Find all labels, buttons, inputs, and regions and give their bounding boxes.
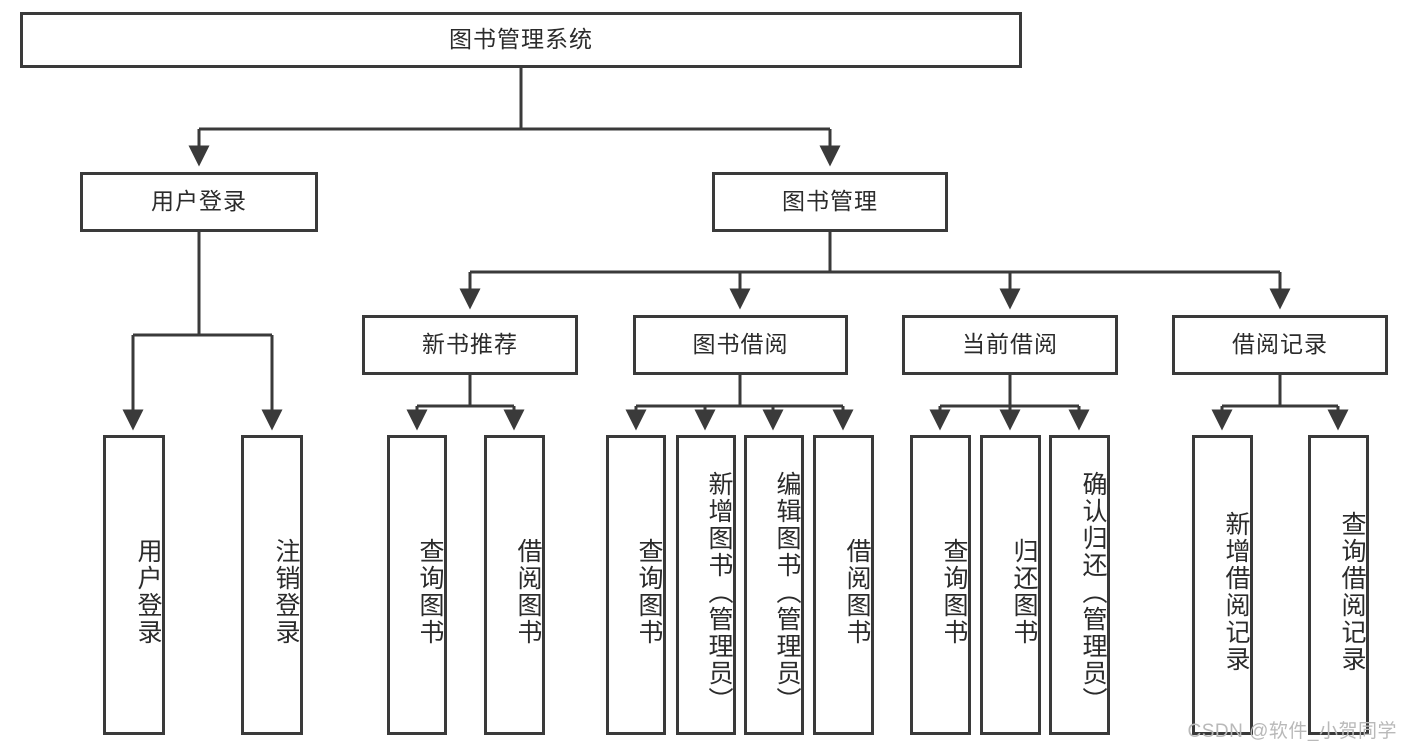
node-label: 用户登录 (151, 188, 247, 215)
leaf-user-login[interactable]: 用户登录 (103, 435, 165, 735)
leaf-query-borrow-record[interactable]: 查询借阅记录 (1308, 435, 1369, 735)
node-current-borrow[interactable]: 当前借阅 (902, 315, 1118, 375)
node-book-management[interactable]: 图书管理 (712, 172, 948, 232)
node-label: 新书推荐 (422, 331, 518, 358)
leaf-query-book-borrow[interactable]: 查询图书 (606, 435, 666, 735)
node-book-borrow[interactable]: 图书借阅 (633, 315, 848, 375)
csdn-watermark: CSDN @软件_小贺同学 (1187, 721, 1397, 742)
node-label: 编辑图书（管理员） (773, 470, 801, 714)
node-borrow-record[interactable]: 借阅记录 (1172, 315, 1388, 375)
node-label: 确认归还（管理员） (1079, 470, 1107, 714)
node-root-book-management-system[interactable]: 图书管理系统 (20, 12, 1022, 68)
leaf-confirm-return-admin[interactable]: 确认归还（管理员） (1049, 435, 1110, 735)
node-new-book-recommend[interactable]: 新书推荐 (362, 315, 578, 375)
node-label: 借阅图书 (514, 538, 542, 646)
node-label: 新增图书（管理员） (705, 470, 733, 714)
node-label: 查询图书 (635, 538, 663, 646)
leaf-edit-book-admin[interactable]: 编辑图书（管理员） (744, 435, 804, 735)
leaf-return-book[interactable]: 归还图书 (980, 435, 1041, 735)
node-label: 查询图书 (940, 538, 968, 646)
node-label: 图书借阅 (692, 331, 789, 358)
leaf-borrow-book-recommend[interactable]: 借阅图书 (484, 435, 545, 735)
node-label: 用户登录 (134, 538, 162, 646)
leaf-logout[interactable]: 注销登录 (241, 435, 303, 735)
leaf-borrow-book[interactable]: 借阅图书 (813, 435, 874, 735)
node-label: 注销登录 (272, 538, 300, 646)
leaf-query-book-recommend[interactable]: 查询图书 (387, 435, 447, 735)
node-label: 归还图书 (1010, 538, 1038, 646)
node-label: 借阅图书 (843, 538, 871, 646)
node-label: 查询借阅记录 (1338, 511, 1366, 673)
node-label: 借阅记录 (1232, 331, 1328, 358)
leaf-query-book-current[interactable]: 查询图书 (910, 435, 971, 735)
node-label: 当前借阅 (962, 331, 1058, 358)
node-label: 图书管理系统 (449, 26, 593, 53)
node-label: 图书管理 (782, 188, 878, 215)
node-label: 查询图书 (416, 538, 444, 646)
node-user-login[interactable]: 用户登录 (80, 172, 318, 232)
leaf-add-borrow-record[interactable]: 新增借阅记录 (1192, 435, 1253, 735)
node-label: 新增借阅记录 (1222, 511, 1250, 673)
leaf-add-book-admin[interactable]: 新增图书（管理员） (676, 435, 736, 735)
